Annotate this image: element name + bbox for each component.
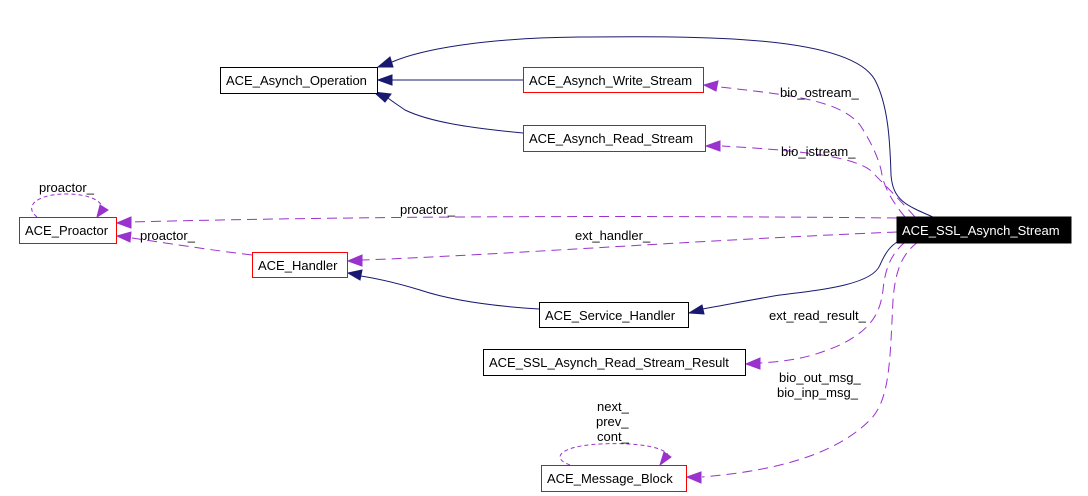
edge-proactor-self (31, 193, 104, 218)
arrow-head-bio-ostream (702, 80, 719, 92)
node-label: ACE_Proactor (25, 223, 109, 238)
label-bio-istream: bio_istream_ (781, 144, 856, 159)
label-ext-read-result: ext_read_result_ (769, 308, 867, 323)
edge-ext-read-result (759, 241, 906, 364)
node-ace-asynch-write-stream[interactable]: ACE_Asynch_Write_Stream (523, 67, 704, 93)
edge-ssl-stream-to-asynch-operation (391, 36, 934, 218)
label-proactor-self: proactor_ (39, 180, 95, 195)
label-proactor-main: proactor_ (400, 202, 456, 217)
arrow-head-write-to-asynch-operation (376, 74, 393, 86)
node-ace-asynch-operation[interactable]: ACE_Asynch_Operation (220, 67, 378, 94)
edge-proactor-main (131, 216, 898, 223)
label-ext-handler: ext_handler_ (575, 228, 651, 243)
edge-read-stream-to-asynch-operation (387, 97, 524, 134)
edge-message-block-self (559, 443, 669, 466)
node-ace-proactor[interactable]: ACE_Proactor (19, 217, 117, 244)
node-ace-handler[interactable]: ACE_Handler (252, 252, 348, 278)
arrow-head-message-block-self (659, 451, 672, 467)
edge-bio-msg (701, 241, 919, 478)
node-label: ACE_SSL_Asynch_Read_Stream_Result (489, 355, 729, 370)
label-prev: prev_ (596, 414, 629, 429)
arrow-head-bio-istream (704, 140, 721, 152)
arrow-head-proactor-handler (115, 231, 132, 243)
node-ace-ssl-asynch-stream[interactable]: ACE_SSL_Asynch_Stream (896, 216, 1072, 244)
arrow-head-bio-msg (685, 471, 702, 484)
arrow-head-ssl-to-asynch-operation (376, 56, 394, 68)
node-label: ACE_Service_Handler (545, 308, 676, 323)
edge-labels: bio_ostream_ bio_istream_ proactor_ ext_… (39, 85, 867, 444)
label-bio-ostream: bio_ostream_ (780, 85, 860, 100)
inheritance-edges (346, 36, 934, 315)
arrow-head-proactor-main (115, 216, 132, 229)
edge-service-handler-to-handler (360, 275, 540, 310)
nodes: ACE_Asynch_Operation ACE_Asynch_Write_St… (19, 67, 1072, 492)
arrow-head-proactor-self (96, 204, 109, 219)
node-label: ACE_Asynch_Operation (226, 73, 367, 88)
edge-ssl-stream-to-service-handler (701, 241, 898, 310)
label-cont: cont_ (597, 429, 630, 444)
node-label: ACE_Handler (258, 258, 338, 273)
arrow-head-ext-read-result (744, 357, 761, 370)
edge-bio-istream (721, 145, 916, 218)
label-bio-inp-msg: bio_inp_msg_ (777, 385, 859, 400)
node-label: ACE_Asynch_Read_Stream (529, 131, 693, 146)
node-ace-service-handler[interactable]: ACE_Service_Handler (539, 302, 689, 328)
node-label: ACE_Asynch_Write_Stream (529, 73, 692, 88)
node-label: ACE_SSL_Asynch_Stream (902, 223, 1060, 238)
node-label: ACE_Message_Block (547, 471, 673, 486)
edge-proactor-handler (131, 237, 253, 256)
node-ace-ssl-asynch-read-stream-result[interactable]: ACE_SSL_Asynch_Read_Stream_Result (483, 349, 746, 376)
node-ace-asynch-read-stream[interactable]: ACE_Asynch_Read_Stream (523, 125, 706, 152)
label-proactor-handler: proactor_ (140, 228, 196, 243)
arrow-head-service-to-handler (346, 269, 363, 281)
arrow-head-ssl-to-service-handler (687, 304, 705, 315)
usage-edges (31, 80, 919, 484)
label-next: next_ (597, 399, 630, 414)
arrow-head-ext-handler (346, 254, 363, 267)
node-ace-message-block[interactable]: ACE_Message_Block (541, 465, 687, 492)
arrow-head-read-to-asynch-operation (372, 91, 392, 103)
label-bio-out-msg: bio_out_msg_ (779, 370, 861, 385)
edge-bio-ostream (719, 86, 906, 218)
edge-ext-handler (361, 231, 898, 261)
